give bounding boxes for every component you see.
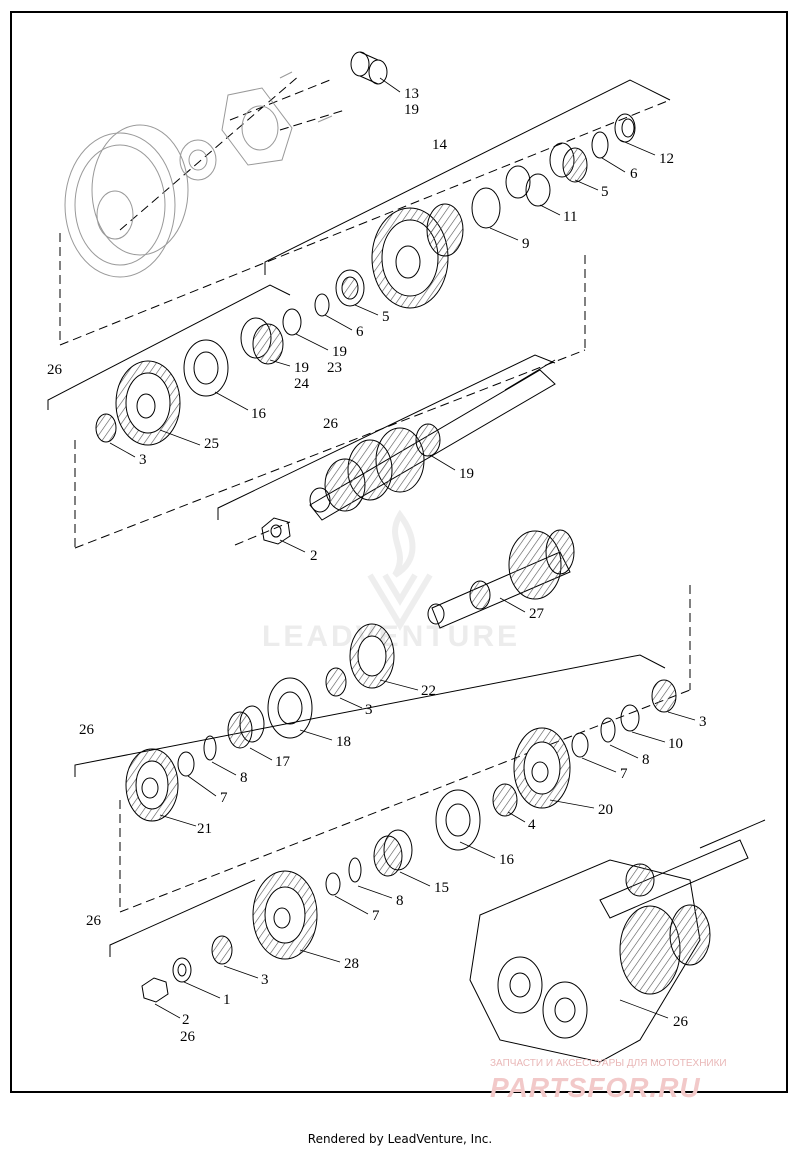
callout-11: 11 [563,209,578,225]
callout-22: 22 [421,683,436,699]
callout-3: 3 [139,452,147,468]
callout-3: 3 [365,702,373,718]
callout-12: 12 [659,151,674,167]
callout-8: 8 [642,752,650,768]
callout-26: 26 [673,1014,688,1030]
shop-name-watermark: PARTSFOR.RU [490,1072,701,1103]
callout-8: 8 [396,893,404,909]
callout-5: 5 [601,184,609,200]
callout-26: 26 [79,722,94,738]
callout-26: 26 [180,1029,195,1045]
callout-7: 7 [220,790,228,806]
callout-28: 28 [344,956,359,972]
callout-16: 16 [251,406,266,422]
callout-15: 15 [434,880,449,896]
render-credit: Rendered by LeadVenture, Inc. [307,1132,493,1146]
callout-25: 25 [204,436,219,452]
callout-24: 24 [294,376,309,392]
callout-3: 3 [699,714,707,730]
callout-23: 23 [327,360,342,376]
callout-26: 26 [47,362,62,378]
callout-17: 17 [275,754,290,770]
callout-16: 16 [499,852,514,868]
callout-4: 4 [528,817,536,833]
callout-3: 3 [261,972,269,988]
callout-2: 2 [182,1012,190,1028]
callout-7: 7 [620,766,628,782]
callout-7: 7 [372,908,380,924]
callout-6: 6 [630,166,638,182]
callout-13: 13 [404,86,419,102]
callout-9: 9 [522,236,530,252]
leadventure-logo-watermark [367,509,433,631]
callout-19: 19 [332,344,347,360]
callout-5: 5 [382,309,390,325]
callout-20: 20 [598,802,613,818]
callout-19: 19 [404,102,419,118]
callout-21: 21 [197,821,212,837]
callout-8: 8 [240,770,248,786]
callout-18: 18 [336,734,351,750]
callout-1: 1 [223,992,231,1008]
exploded-transmission-diagram [47,51,766,1063]
callout-19: 19 [459,466,474,482]
callout-14: 14 [432,137,447,153]
callout-2: 2 [310,548,318,564]
callout-26: 26 [86,913,101,929]
callout-10: 10 [668,736,683,752]
callout-6: 6 [356,324,364,340]
diagram-frame [10,11,788,1093]
callout-26: 26 [323,416,338,432]
callout-19: 19 [294,360,309,376]
callout-27: 27 [529,606,544,622]
shop-tagline-watermark: ЗАПЧАСТИ И АКСЕССУАРЫ ДЛЯ МОТОТЕХНИКИ [490,1058,727,1069]
